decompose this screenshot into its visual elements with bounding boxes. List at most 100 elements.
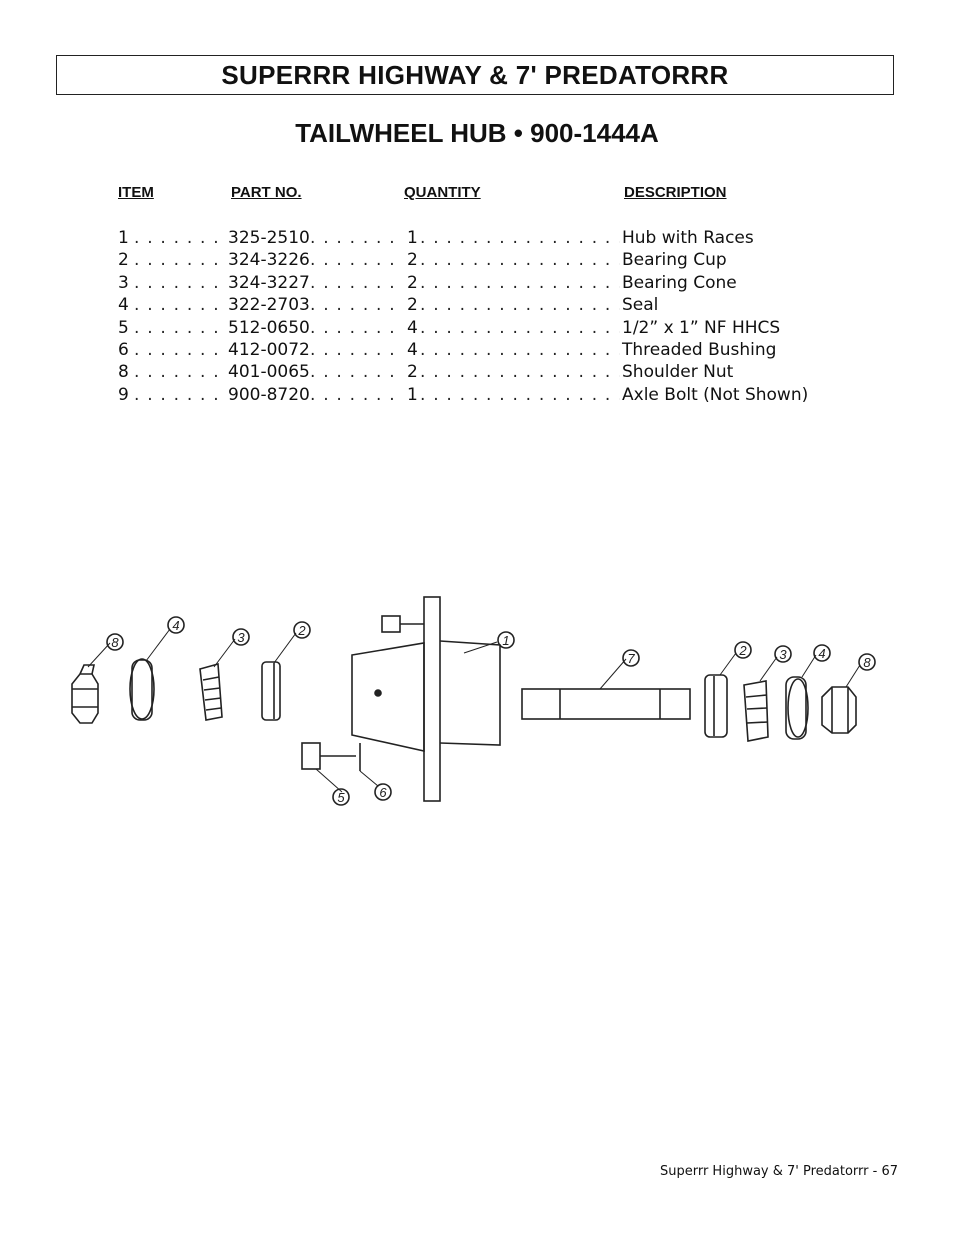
bearing-cup-right-drawing <box>704 674 728 738</box>
quantity: 4 <box>407 339 418 360</box>
svg-text:2: 2 <box>738 643 747 658</box>
hub-drawing <box>301 596 501 802</box>
part-number: 401-0065 <box>228 362 310 383</box>
table-row: 3 . . . . . . . . . . . . . . . . . . . .… <box>118 272 838 294</box>
quantity: 2 <box>407 272 418 293</box>
leader-dots: . . . . . . . . . . . . . . . . . . . . … <box>134 384 228 405</box>
column-header-description: DESCRIPTION <box>624 184 727 201</box>
callout-4-right: 4 <box>813 644 831 662</box>
page-footer: Superrr Highway & 7' Predatorrr - 67 <box>659 1164 898 1179</box>
svg-text:4: 4 <box>172 618 179 633</box>
page-title: SUPERRR HIGHWAY & 7' PREDATORRR <box>221 59 729 90</box>
table-row: 5. . . . . . . . . . . . . . . . . . . .… <box>118 317 838 339</box>
svg-text:6: 6 <box>379 785 387 800</box>
callout-5: 5 <box>332 788 350 806</box>
item-number: 8 <box>118 362 129 383</box>
leader-dots: . . . . . . . . . . . . . . . . . . . . … <box>134 295 228 316</box>
page-header-box: SUPERRR HIGHWAY & 7' PREDATORRR <box>56 55 894 95</box>
svg-text:5: 5 <box>337 790 345 805</box>
leader-dots: . . . . . . . . . . . . . . . . . . . . … <box>310 228 404 248</box>
item-number: 5 <box>118 317 129 338</box>
seal-left-drawing <box>129 658 155 721</box>
callout-8-left: 8 <box>106 633 124 651</box>
svg-text:8: 8 <box>111 635 119 650</box>
callout-7: 7 <box>622 649 640 667</box>
leader-dots: . . . . . . . . . . . . . . . . . . . . … <box>420 317 620 338</box>
svg-text:3: 3 <box>779 647 787 662</box>
leader-dots: . . . . . . . . . . . . . . . . . . . . … <box>134 339 228 360</box>
svg-text:8: 8 <box>863 655 871 670</box>
column-header-part-no: PART NO. <box>231 184 302 201</box>
leader-dots: . . . . . . . . . . . . . . . . . . . . … <box>310 339 404 360</box>
description: Hub with Races <box>622 228 754 248</box>
quantity: 1 <box>407 228 418 248</box>
leader-dots: . . . . . . . . . . . . . . . . . . . . … <box>134 317 228 338</box>
callout-6: 6 <box>374 783 392 801</box>
leader-dots: . . . . . . . . . . . . . . . . . . . . … <box>310 272 404 293</box>
table-row: 8. . . . . . . . . . . . . . . . . . . .… <box>118 361 838 383</box>
quantity: 1 <box>407 384 418 405</box>
part-number: 322-2703 <box>228 295 310 316</box>
item-number: 9 <box>118 384 129 405</box>
item-number: 6 <box>118 339 129 360</box>
bearing-cone-left-drawing <box>199 662 223 721</box>
part-number: 325-2510 <box>228 228 310 248</box>
callout-3-right: 3 <box>774 645 792 663</box>
description: Bearing Cone <box>622 272 737 293</box>
item-number: 3 <box>118 272 129 293</box>
item-number: 4 <box>118 295 129 316</box>
section-title: TAILWHEEL HUB • 900-1444A <box>295 118 659 148</box>
part-number: 412-0072 <box>228 339 310 360</box>
callout-4-left: 4 <box>167 616 185 634</box>
table-row: 1. . . . . . . . . . . . . . . . . . . .… <box>118 227 838 249</box>
leader-dots: . . . . . . . . . . . . . . . . . . . . … <box>420 272 620 293</box>
axle-tube-drawing <box>521 688 691 720</box>
column-header-item: ITEM <box>118 184 154 201</box>
svg-text:7: 7 <box>627 651 635 666</box>
description: Bearing Cup <box>622 250 727 271</box>
svg-text:2: 2 <box>297 623 306 638</box>
callout-2-right: 2 <box>734 641 752 659</box>
table-row: 6. . . . . . . . . . . . . . . . . . . .… <box>118 339 838 361</box>
table-row: 4. . . . . . . . . . . . . . . . . . . .… <box>118 294 838 316</box>
description: Seal <box>622 295 659 316</box>
part-number: 324-3227 <box>228 272 310 293</box>
tailwheel-hub-exploded-diagram: 8 4 3 2 1 7 2 3 4 8 5 6 <box>71 596 876 806</box>
item-number: 2 <box>118 250 129 271</box>
leader-dots: . . . . . . . . . . . . . . . . . . . . … <box>420 384 620 405</box>
shoulder-nut-left-drawing <box>71 664 99 724</box>
leader-dots: . . . . . . . . . . . . . . . . . . . . … <box>134 362 228 383</box>
leader-dots: . . . . . . . . . . . . . . . . . . . . … <box>420 295 620 316</box>
seal-right-drawing <box>785 676 809 740</box>
callout-2-left: 2 <box>293 621 311 639</box>
svg-text:3: 3 <box>237 630 245 645</box>
quantity: 2 <box>407 250 418 271</box>
description: 1/2” x 1” NF HHCS <box>622 317 781 338</box>
callout-3-left: 3 <box>232 628 250 646</box>
table-row: 9. . . . . . . . . . . . . . . . . . . .… <box>118 384 838 406</box>
description: Threaded Bushing <box>622 339 777 360</box>
parts-table: 1. . . . . . . . . . . . . . . . . . . .… <box>118 227 838 406</box>
quantity: 2 <box>407 362 418 383</box>
leader-dots: . . . . . . . . . . . . . . . . . . . . … <box>310 250 404 271</box>
leader-dots: . . . . . . . . . . . . . . . . . . . . … <box>310 384 404 405</box>
bearing-cup-left-drawing <box>261 661 281 721</box>
description: Axle Bolt (Not Shown) <box>622 384 809 405</box>
part-number: 324-3226 <box>228 250 310 271</box>
callout-1: 1 <box>497 631 515 649</box>
leader-dots: . . . . . . . . . . . . . . . . . . . . … <box>310 362 404 383</box>
item-number: 1 <box>118 228 129 248</box>
quantity: 4 <box>407 317 418 338</box>
bearing-cone-right-drawing <box>743 680 769 742</box>
leader-dots: . . . . . . . . . . . . . . . . . . . . … <box>134 250 228 271</box>
callout-8-right: 8 <box>858 653 876 671</box>
leader-dots: . . . . . . . . . . . . . . . . . . . . … <box>420 228 620 248</box>
table-row: 2. . . . . . . . . . . . . . . . . . . .… <box>118 249 838 271</box>
leader-dots: . . . . . . . . . . . . . . . . . . . . … <box>310 317 404 338</box>
leader-dots: . . . . . . . . . . . . . . . . . . . . … <box>420 250 620 271</box>
svg-text:4: 4 <box>818 646 825 661</box>
leader-dots: . . . . . . . . . . . . . . . . . . . . … <box>134 228 228 248</box>
column-header-quantity: QUANTITY <box>404 184 481 201</box>
leader-dots: . . . . . . . . . . . . . . . . . . . . … <box>420 339 620 360</box>
part-number: 512-0650 <box>228 317 310 338</box>
